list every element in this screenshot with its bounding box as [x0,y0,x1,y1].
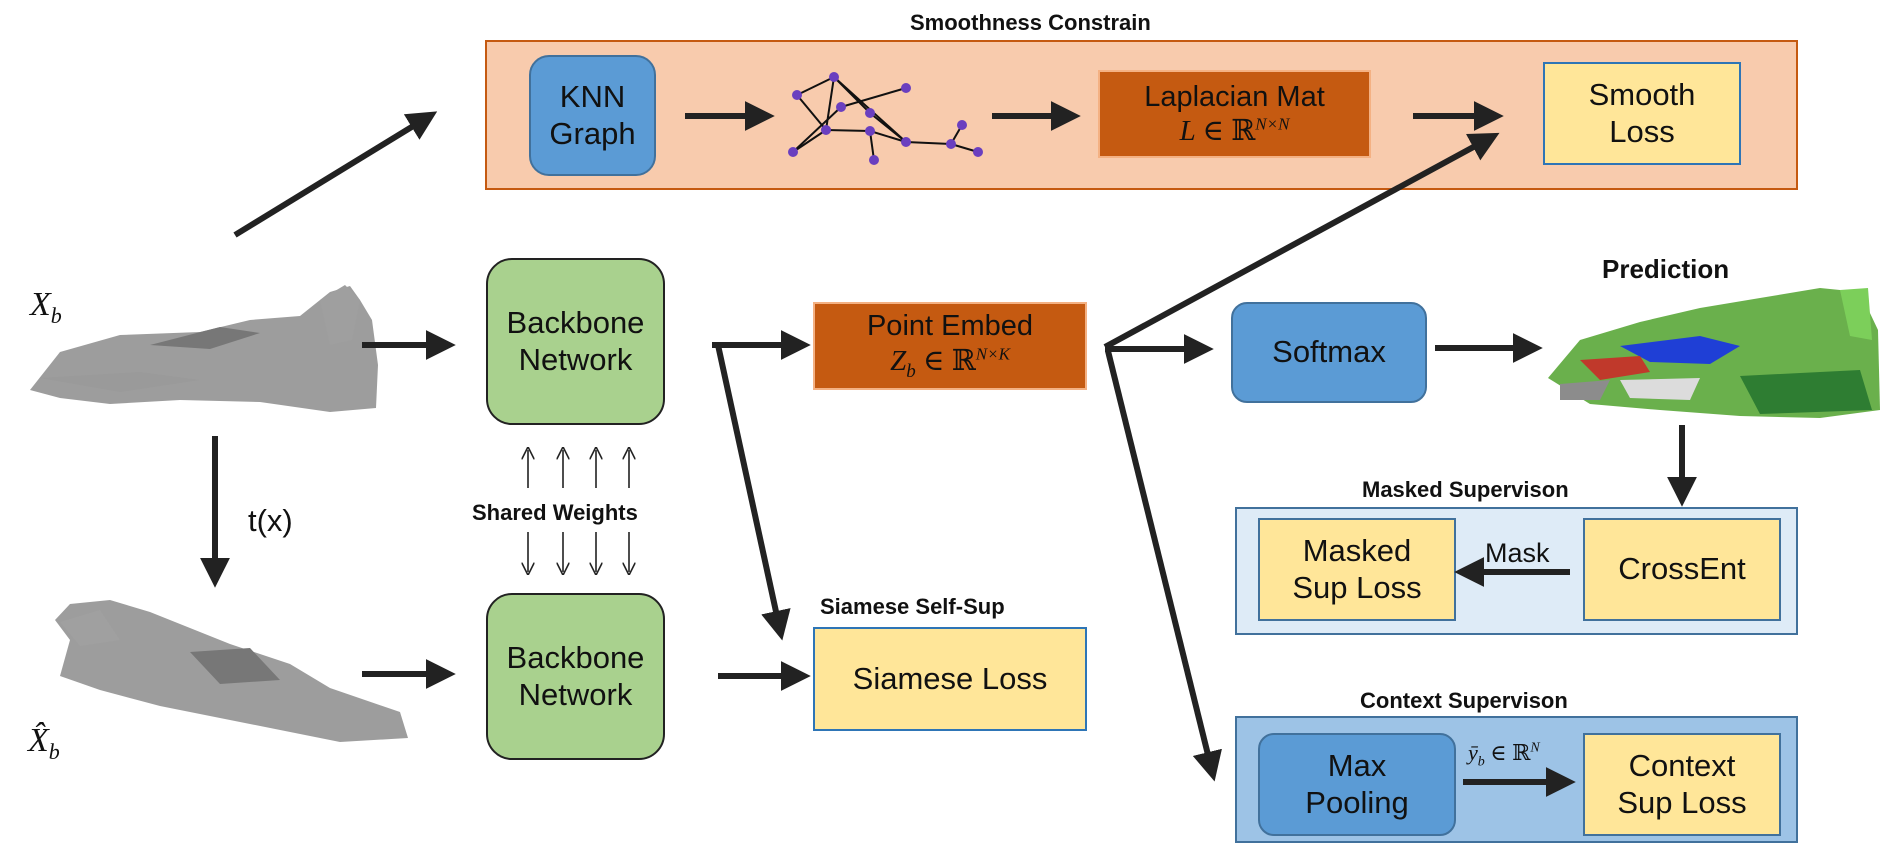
knn-graph-nodes [788,72,983,165]
shared-weights-label: Shared Weights [472,500,638,525]
smoothness-constrain-title: Smoothness Constrain [910,10,1151,35]
prediction-point-cloud [1548,288,1880,418]
mask-label: Mask [1485,538,1550,568]
point-embed-node: Point Embed Zb ∈ ℝN×K [813,302,1087,390]
prediction-title: Prediction [1602,254,1730,284]
x-b-label: Xb [30,286,62,328]
ybar-label: ȳb ∈ ℝN [1468,740,1540,770]
masked-supervision-title: Masked Supervison [1362,477,1569,502]
x-hat-b-label: X̂b [28,722,60,764]
siamese-self-sup-title: Siamese Self-Sup [820,594,1005,619]
point-cloud-bottom [55,600,408,742]
transform-label: t(x) [248,503,293,538]
siamese-loss-node: Siamese Loss [813,627,1087,731]
arrow-input-to-smoothness [233,111,438,238]
point-cloud-top [30,285,378,412]
context-supervision-title: Context Supervison [1360,688,1568,713]
arrow-embed-to-maxpool [1105,350,1222,782]
crossent-node: CrossEnt [1583,518,1781,621]
arrow-backbone-to-siamese [715,344,791,641]
laplacian-matrix-node: Laplacian Mat L ∈ ℝN×N [1098,70,1371,158]
softmax-node: Softmax [1231,302,1427,403]
shared-weights-arrows [528,450,629,572]
arrow-embed-to-smooth [1103,132,1500,350]
